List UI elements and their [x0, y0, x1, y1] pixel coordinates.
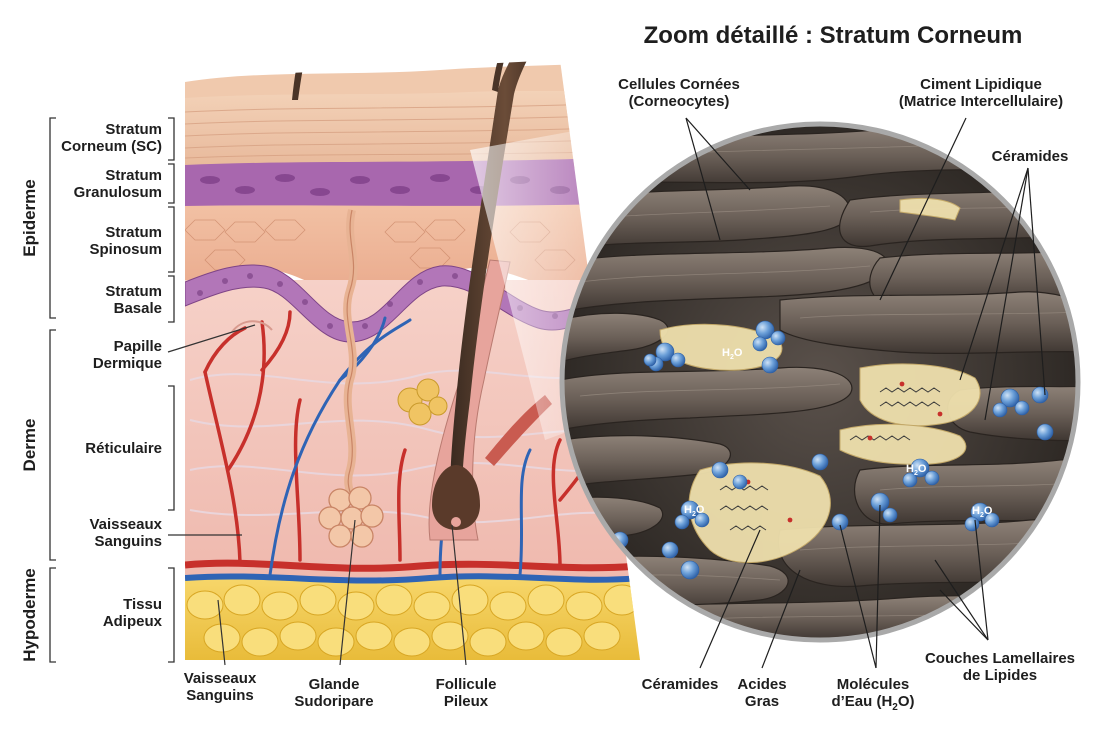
zoom-title: Zoom détaillé : Stratum Corneum [643, 22, 1023, 49]
h2o-caption: H2O [722, 347, 743, 361]
cellules-cornees-label: Cellules Cornées(Corneocytes) [618, 76, 740, 110]
h2o-captions: H2O H2O H2O H2O [684, 347, 993, 519]
molecules-eau-label: Molécules d’Eau (H2O) [831, 676, 915, 713]
hair-shaft-3 [492, 60, 525, 92]
reticulaire-label: Réticulaire [85, 440, 162, 457]
h2o-caption: H2O [684, 504, 705, 518]
left-brackets [49, 117, 256, 663]
zoom-circle-border [559, 121, 1081, 643]
hair-shaft-2 [292, 60, 318, 100]
arrector-pili-muscle [485, 395, 552, 466]
sebaceous-gland [397, 378, 448, 426]
ciment-lipidique-label: Ciment Lipidique(Matrice Intercellulaire… [898, 76, 1064, 110]
zoom-leaders [685, 117, 1046, 669]
h2o-caption: H2O [972, 505, 993, 519]
epiderme-label: Epiderme [20, 179, 39, 257]
ceramides-bottom-label: Céramides [641, 676, 719, 693]
derme-label: Derme [20, 418, 39, 472]
h2o-caption: H2O [906, 463, 927, 477]
lipid-matrix [659, 197, 981, 564]
water-molecules [611, 320, 1054, 580]
bottom-leaders [217, 519, 467, 666]
hair-shaft [450, 60, 560, 495]
ceramides-top-label: Céramides [991, 148, 1069, 165]
hypoderme-label: Hypoderme [20, 568, 39, 662]
main-vein [185, 573, 640, 584]
dermal-papilla [231, 320, 273, 333]
sweat-gland-coil [318, 486, 384, 548]
hair-bulb [432, 465, 480, 530]
main-artery [185, 559, 640, 572]
